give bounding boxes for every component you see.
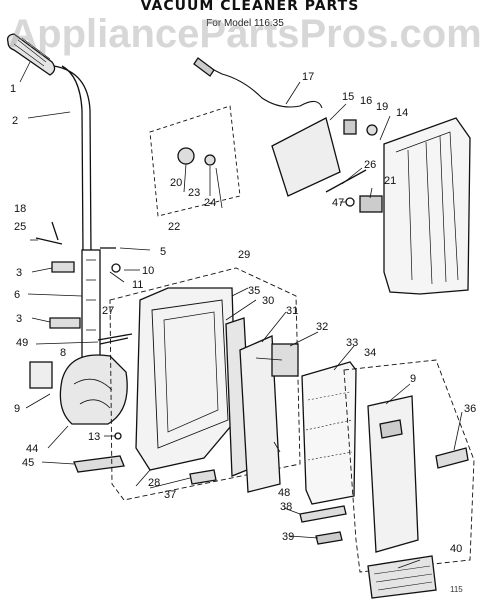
part-collar-32 — [271, 343, 299, 377]
diagram-title: VACUUM CLEANER PARTS — [140, 0, 360, 14]
part-handle-grip — [6, 33, 56, 76]
callout-10: 10 — [142, 265, 154, 277]
callout-27: 27 — [102, 305, 114, 317]
callout-16: 16 — [360, 95, 372, 107]
callout-31: 31 — [286, 305, 298, 317]
part-nut-10 — [111, 263, 121, 273]
callout-5: 5 — [160, 246, 166, 258]
callout-2: 2 — [12, 115, 18, 127]
part-toe-plate — [367, 555, 437, 599]
part-front-cover — [367, 395, 419, 553]
part-clip-3b — [49, 317, 81, 329]
callout-21: 21 — [384, 175, 396, 187]
part-plate-8 — [29, 361, 53, 389]
callout-24: 24 — [204, 197, 216, 209]
part-bag-holder-38 — [299, 505, 347, 523]
part-spring-27 — [97, 333, 133, 345]
callout-44: 44 — [26, 443, 38, 455]
callout-36: 36 — [464, 403, 476, 415]
callout-47: 47 — [332, 197, 344, 209]
part-switch-21 — [359, 195, 383, 213]
callout-33: 33 — [346, 337, 358, 349]
callout-15: 15 — [342, 91, 354, 103]
callout-48: 48 — [278, 487, 290, 499]
leader-lines — [19, 61, 463, 569]
part-motor — [59, 354, 128, 425]
part-bolt-25 — [35, 221, 63, 245]
callout-20: 20 — [170, 177, 182, 189]
callout-35: 35 — [248, 285, 260, 297]
callout-3a: 3 — [16, 267, 22, 279]
callout-30: 30 — [262, 295, 274, 307]
callout-40: 40 — [450, 543, 462, 555]
callout-22: 22 — [168, 221, 180, 233]
callout-23: 23 — [188, 187, 200, 199]
callout-9a: 9 — [14, 403, 20, 415]
part-bumper — [73, 455, 125, 473]
part-handle-36 — [435, 447, 469, 469]
callout-11: 11 — [132, 279, 143, 291]
part-latch-39 — [315, 531, 343, 545]
callout-28: 28 — [148, 477, 160, 489]
callout-32: 32 — [316, 321, 328, 333]
callout-49: 49 — [16, 337, 28, 349]
callout-19: 19 — [376, 101, 388, 113]
callout-38: 38 — [280, 501, 292, 513]
part-dust-bag — [301, 361, 357, 505]
callout-3b: 3 — [16, 313, 22, 325]
callout-13: 13 — [88, 431, 100, 443]
callout-45: 45 — [22, 457, 34, 469]
callout-6: 6 — [14, 289, 20, 301]
callout-14: 14 — [396, 107, 408, 119]
group-box-34 — [343, 359, 475, 573]
callout-29: 29 — [238, 249, 250, 261]
part-clip-37 — [189, 469, 217, 485]
callout-39: 39 — [282, 531, 294, 543]
part-nut-47 — [345, 197, 355, 207]
part-power-cord — [205, 65, 323, 109]
callout-18: 18 — [14, 203, 26, 215]
callout-1: 1 — [10, 83, 16, 95]
part-handle-tube — [53, 65, 93, 401]
callout-26: 26 — [364, 159, 376, 171]
part-switch-16 — [343, 119, 357, 135]
callout-17: 17 — [302, 71, 314, 83]
diagram-subtitle: For Model 116.35 — [206, 18, 284, 29]
callout-labels: 1 2 3 3 5 6 8 9 9 10 11 13 14 15 16 17 1… — [10, 71, 476, 555]
callout-9b: 9 — [410, 373, 416, 385]
group-box-29 — [109, 267, 301, 501]
callout-37: 37 — [164, 489, 176, 501]
callout-34: 34 — [364, 347, 376, 359]
part-bag-adapter-31 — [239, 335, 281, 493]
part-knob-20 — [177, 147, 195, 165]
part-switch-plate — [271, 117, 341, 197]
part-main-housing — [135, 287, 237, 471]
part-clip-3a — [51, 261, 75, 273]
part-switch-23 — [204, 154, 216, 166]
callout-25: 25 — [14, 221, 26, 233]
part-hood — [383, 117, 471, 295]
part-lamp-19 — [366, 124, 378, 136]
group-box-22 — [149, 105, 241, 217]
callout-8: 8 — [60, 347, 66, 359]
corner-code: 115 — [450, 585, 463, 594]
